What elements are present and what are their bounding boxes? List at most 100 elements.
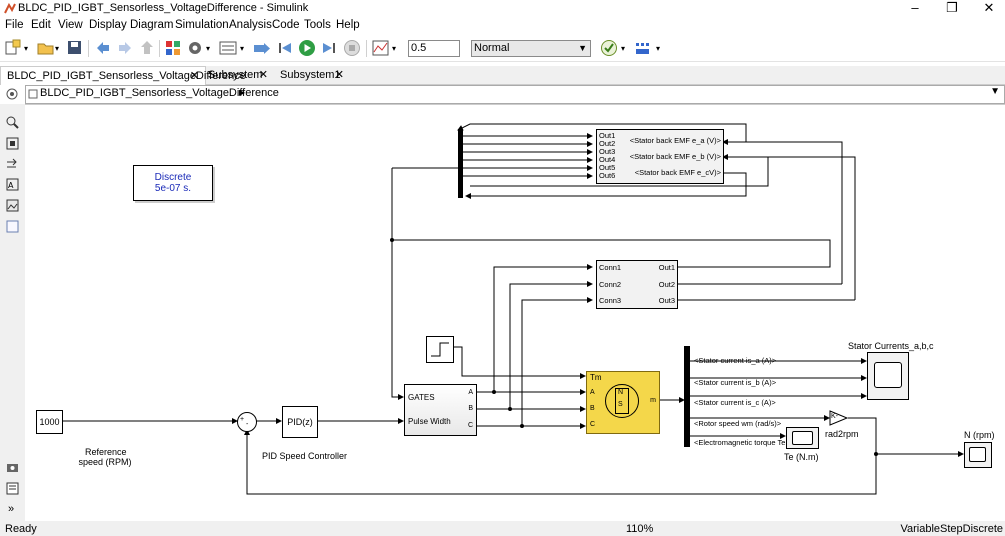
emf-subsystem-block[interactable]: Out1 Out2 Out3 Out4 Out5 Out6 <Stator ba… [596,129,724,184]
explorer-dropdown-icon[interactable]: ▾ [240,44,245,53]
gain-symbol: K- [831,413,838,420]
constant-block[interactable]: 1000 [36,410,63,434]
scope-data-inspector-icon[interactable] [371,39,391,57]
motor-b-port: B [590,405,595,412]
tab-main-model[interactable]: BLDC_PID_IGBT_Sensorless_VoltageDifferen… [0,66,246,85]
stop-time-input[interactable]: 0.5 [408,40,460,57]
up-to-parent-icon[interactable] [138,39,156,57]
sum-plus: + [240,416,245,423]
powergui-block[interactable]: Discrete 5e-07 s. [133,165,213,201]
step-back-icon[interactable] [252,39,274,57]
bldc-motor-block[interactable]: Tm A B C m N S [586,371,660,434]
maximize-button[interactable]: ❐ [946,0,958,15]
inspector-dropdown-icon[interactable]: ▾ [392,44,397,53]
expand-palette-icon[interactable]: » [8,503,15,515]
close-button[interactable]: ✕ [983,0,995,15]
inverter-block[interactable]: GATES Pulse Width A B C [404,384,477,436]
breadcrumb-dropdown-icon[interactable]: ▼ [990,86,1000,97]
toolbar-separator [366,40,367,57]
powergui-line2: 5e-07 s. [154,183,192,194]
toolbar-separator [88,40,89,57]
close-tab-icon[interactable]: ✕ [258,69,268,81]
menu-analysis[interactable]: Analysis [229,19,272,31]
menu-help[interactable]: Help [336,19,360,31]
menu-view[interactable]: View [58,19,83,31]
build-dropdown-icon[interactable]: ▾ [656,44,661,53]
zoom-icon[interactable] [6,116,19,129]
menu-diagram[interactable]: Diagram [130,19,174,31]
open-dropdown-icon[interactable]: ▾ [55,44,60,53]
run-icon[interactable] [298,39,318,57]
emf-signal-b: <Stator back EMF e_b (V)> [629,152,721,161]
update-dropdown-icon[interactable]: ▾ [621,44,626,53]
inverter-gates-port: GATES [408,393,435,402]
menu-edit[interactable]: Edit [31,19,51,31]
tab-subsystem[interactable]: Subsystem✕ [202,66,274,84]
area-icon[interactable] [6,220,19,233]
property-inspector-icon[interactable] [6,482,19,495]
image-icon[interactable] [6,199,19,212]
menu-simulation[interactable]: Simulation [175,19,229,31]
screenshot-camera-icon[interactable] [6,461,19,474]
arrow-connect-icon[interactable] [6,158,19,171]
bus-signal-te: <Electromagnetic torque Te (N*m)> [694,438,812,447]
fit-to-view-icon[interactable] [6,137,19,150]
emf-signal-a: <Stator back EMF e_a (V)> [629,136,721,145]
library-browser-icon[interactable] [164,39,182,57]
model-config-gear-icon[interactable] [186,39,206,57]
close-tab-icon[interactable]: ✕ [189,70,199,82]
zoom-level[interactable]: 110% [626,523,654,535]
model-explorer-icon[interactable] [218,39,240,57]
scope-currents-block[interactable] [867,352,909,400]
solver-name[interactable]: VariableStepDiscrete [900,523,1003,535]
breadcrumb-model[interactable]: BLDC_PID_IGBT_Sensorless_VoltageDifferen… [40,87,279,99]
scope-n-block[interactable] [964,442,992,468]
hide-explorer-icon[interactable] [6,88,18,100]
update-diagram-check-icon[interactable] [600,39,620,57]
conn-in3: Conn3 [599,296,622,305]
close-tab-icon[interactable]: ✕ [334,69,344,81]
menu-file[interactable]: File [5,19,24,31]
config-dropdown-icon[interactable]: ▾ [206,44,211,53]
gain-block[interactable] [829,410,849,426]
tab-subsystem1[interactable]: Subsystem1✕ [274,66,350,84]
pid-block[interactable]: PID(z) [282,406,318,438]
step-back-button-icon[interactable] [276,39,296,57]
bus-signal-wm: <Rotor speed wm (rad/s)> [694,419,782,428]
forward-arrow-icon[interactable] [116,39,134,57]
emf-out4: Out4 [599,155,616,164]
motor-tm-port: Tm [590,373,602,382]
new-model-icon[interactable] [4,39,24,57]
annotation-icon[interactable]: A [6,178,19,191]
new-model-dropdown-icon[interactable]: ▾ [24,44,29,53]
stop-icon[interactable] [343,39,363,57]
open-folder-icon[interactable] [36,39,56,57]
step-icon [431,342,449,357]
chevron-down-icon: ▼ [578,43,587,53]
minimize-button[interactable]: – [911,0,919,15]
simulation-mode-value: Normal [474,42,510,54]
toolbar-separator [159,40,160,57]
menu-code[interactable]: Code [272,19,300,31]
build-icon[interactable] [634,39,656,57]
conn-out3: Out3 [658,296,675,305]
scope-te-block[interactable] [786,427,819,449]
svg-text:A: A [8,181,14,190]
breadcrumb-arrow-icon[interactable]: ▶ [239,88,246,97]
inverter-b-port: B [468,405,473,412]
simulation-mode-select[interactable]: Normal ▼ [471,40,591,57]
conn-subsystem-block[interactable]: Conn1 Conn2 Conn3 Out1 Out2 Out3 [596,260,678,309]
tab-label: Subsystem [208,69,263,81]
save-icon[interactable] [66,39,84,57]
sum-minus: - [246,421,249,428]
conn-in2: Conn2 [599,280,622,289]
step-block[interactable] [426,336,454,363]
step-forward-icon[interactable] [320,39,340,57]
back-arrow-icon[interactable] [94,39,112,57]
menu-tools[interactable]: Tools [304,19,331,31]
status-bar: Ready 110% VariableStepDiscrete [0,521,1005,536]
motor-rotor-icon: N S [605,384,639,418]
toolbar: ▾ ▾ ▾ ▾ ▾ ▾ ▾ [0,36,1005,62]
sum-block[interactable]: + - [237,412,257,432]
menu-display[interactable]: Display [89,19,127,31]
